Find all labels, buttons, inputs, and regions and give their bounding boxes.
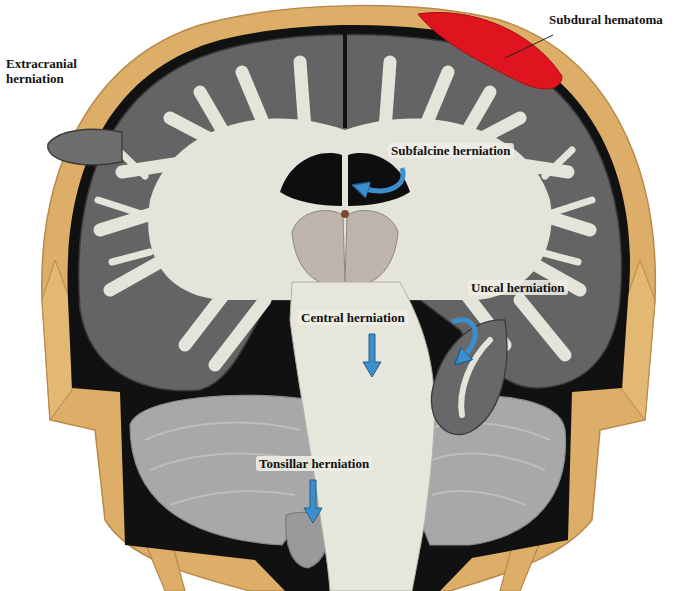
herniation-label: Extracranial herniation	[6, 56, 98, 86]
cranial-cavity	[68, 25, 631, 591]
central-arrow	[363, 334, 381, 377]
subdural-hematoma	[418, 12, 562, 88]
skull-side-wall	[42, 260, 72, 420]
white-matter	[148, 118, 551, 300]
herniated-uncus	[431, 320, 506, 435]
thalamus	[292, 211, 345, 285]
interhemispheric-fissure	[343, 34, 347, 128]
extracranial-herniation	[48, 129, 122, 165]
white-matter-gyri	[100, 62, 590, 365]
white-matter-branches	[98, 150, 592, 262]
herniation-label: Central herniation	[298, 310, 408, 325]
skull	[42, 6, 656, 591]
thalamus	[345, 211, 398, 285]
hematoma-label: Subdural hematoma	[549, 12, 663, 27]
leader-line	[505, 35, 553, 58]
brainstem	[290, 282, 435, 591]
lateral-ventricle	[348, 153, 410, 206]
uncal-arrow	[452, 320, 475, 358]
subfalcine-arrow	[362, 168, 403, 191]
lateral-ventricle	[280, 153, 342, 206]
herniation-label: Tonsillar herniation	[256, 456, 372, 471]
third-ventricle	[341, 210, 349, 218]
herniation-label: Uncal herniation	[468, 280, 568, 295]
tonsillar-arrow	[304, 480, 322, 523]
herniation-label: Subfalcine herniation	[388, 143, 514, 158]
